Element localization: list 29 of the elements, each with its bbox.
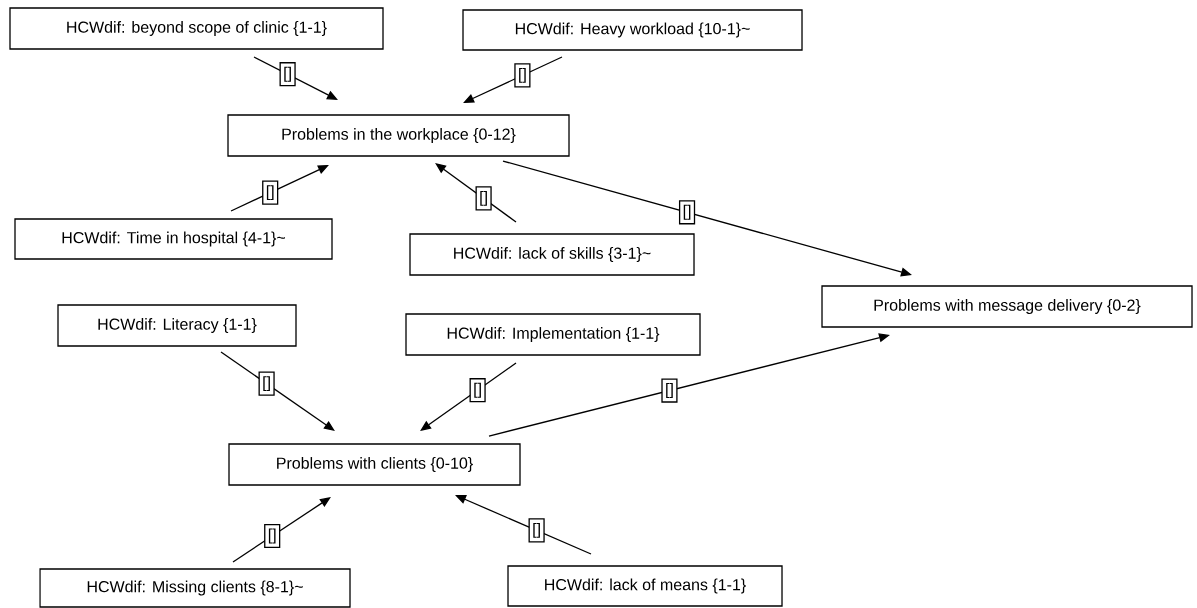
edge-label: [] [262, 180, 279, 205]
arrow [253, 56, 338, 100]
node-box: HCWdif: Time in hospital {4-1}~ [14, 218, 333, 260]
node-box: Problems with clients {0-10} [228, 443, 521, 486]
arrow [230, 165, 329, 212]
node-box: HCWdif: Heavy workload {10-1}~ [462, 9, 803, 51]
node-box: HCWdif: Implementation {1-1} [405, 313, 701, 356]
node-box: HCWdif: beyond scope of clinic {1-1} [9, 7, 384, 50]
edge-label: [] [661, 378, 678, 403]
arrow [232, 497, 331, 563]
edge-label: [] [264, 523, 281, 549]
node-box: HCWdif: lack of skills {3-1}~ [409, 233, 695, 276]
node-box: HCWdif: Missing clients {8-1}~ [39, 568, 351, 608]
edge-label: [] [279, 62, 296, 87]
edge-label: [] [528, 518, 545, 543]
edge-label: [] [514, 63, 531, 88]
arrow [463, 56, 563, 103]
arrow [220, 351, 335, 431]
arrow [420, 362, 517, 431]
node-box: Problems in the workplace {0-12} [227, 114, 570, 157]
edge-label: [] [258, 371, 275, 396]
node-box: HCWdif: lack of means {1-1} [507, 565, 783, 607]
arrow [435, 163, 517, 223]
node-box: Problems with message delivery {0-2} [821, 285, 1193, 328]
edge-label: [] [469, 378, 486, 403]
edge-label: [] [678, 200, 696, 225]
edge-label: [] [475, 186, 492, 211]
arrow [455, 495, 592, 555]
node-box: HCWdif: Literacy {1-1} [57, 304, 297, 347]
